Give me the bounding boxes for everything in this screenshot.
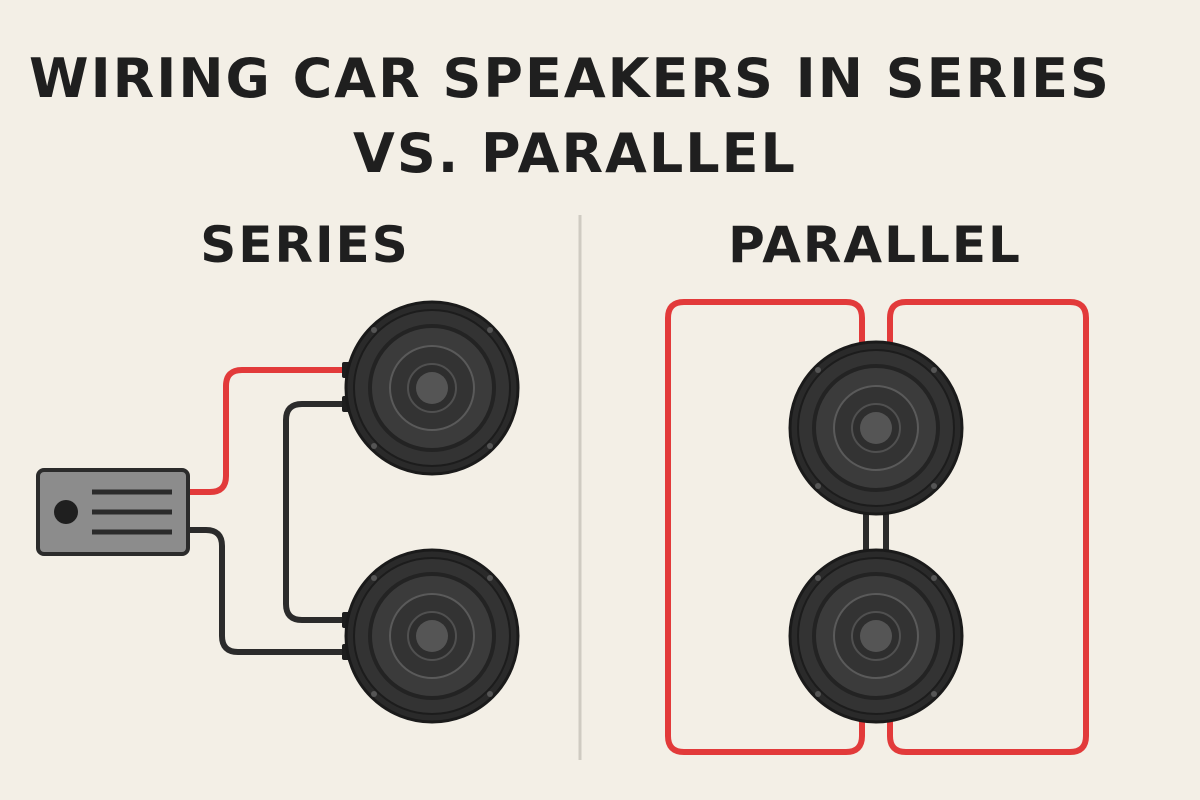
series-negative-wire xyxy=(185,527,353,655)
series-positive-wire xyxy=(185,367,353,495)
series-wiring xyxy=(185,367,353,655)
amplifier-icon xyxy=(36,468,190,556)
page-title-line-2: VS. PARALLEL xyxy=(353,122,797,185)
parallel-right-wire xyxy=(887,299,1089,755)
speaker-icon xyxy=(788,548,964,724)
speaker-icon xyxy=(788,340,964,516)
series-link-wire xyxy=(283,401,353,623)
series-heading: SERIES xyxy=(200,216,410,274)
speaker-icon xyxy=(344,548,520,724)
parallel-heading: PARALLEL xyxy=(728,216,1022,274)
page-title-line-1: WIRING CAR SPEAKERS IN SERIES xyxy=(29,47,1111,110)
parallel-left-wire xyxy=(665,299,865,755)
speaker-icon xyxy=(344,300,520,476)
